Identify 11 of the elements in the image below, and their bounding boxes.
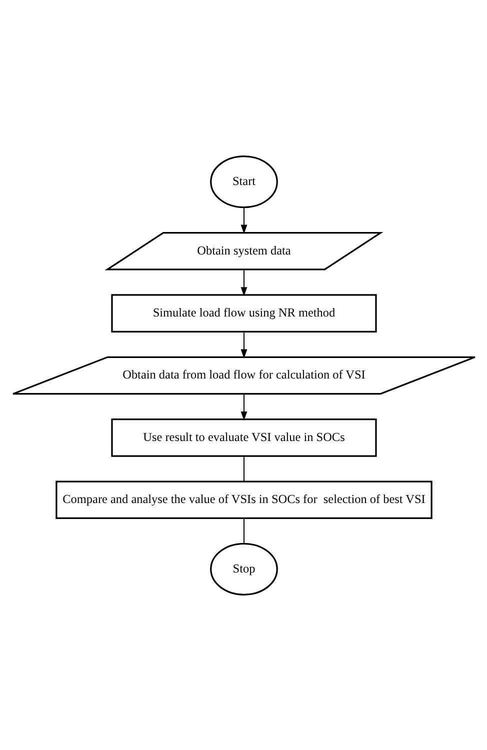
arrow <box>240 331 247 358</box>
arrow <box>240 269 247 296</box>
node-box: Compare and analyse the value of VSIs in SOCs for selection of best VSI <box>55 480 432 519</box>
node-box: Use result to evaluate VSI value in SOCs <box>110 418 376 456</box>
arrow <box>240 393 247 420</box>
node-ellipse: Stop <box>210 542 278 595</box>
connector <box>242 518 244 544</box>
connector <box>242 456 244 481</box>
arrow <box>240 207 247 234</box>
node-box: Simulate load flow using NR method <box>110 294 376 332</box>
node-ellipse: Start <box>210 155 278 208</box>
